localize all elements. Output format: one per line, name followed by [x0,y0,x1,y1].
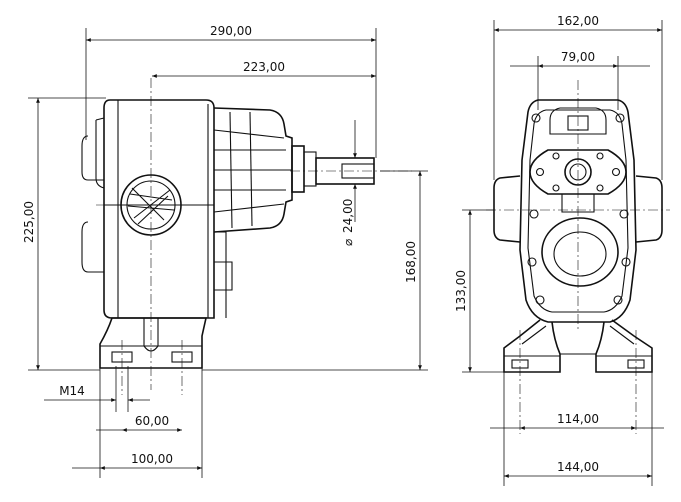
side-housing [103,99,215,319]
dim-79: 79,00 [561,50,595,64]
front-view [486,80,670,434]
side-view [81,78,412,395]
front-oval-port [541,217,619,287]
dim-60: 60,00 [135,414,169,428]
side-dimensions [28,28,428,478]
dim-225: 225,00 [22,201,36,243]
front-housing [519,99,637,323]
dim-133: 133,00 [454,270,468,312]
side-foot [99,317,207,369]
front-foot-right [595,319,653,373]
diameter-symbol: ⌀ [341,239,355,246]
dim-223-label: 223,00 [243,60,285,74]
dim-m14: M14 [59,384,85,398]
front-dimension-labels: 162,00 79,00 133,00 114,00 144,00 [454,14,599,474]
dim-162: 162,00 [557,14,599,28]
dim-144: 144,00 [557,460,599,474]
front-flange [529,149,627,195]
dim-168: 168,00 [404,241,418,283]
side-dimension-labels: 290,00 223,00 225,00 ⌀ 24,00 168,00 M14 … [22,24,418,466]
front-foot-left [503,319,561,373]
dim-114: 114,00 [557,412,599,426]
dim-100: 100,00 [131,452,173,466]
front-dimensions [462,20,664,486]
dim-24-value: 24,00 [341,199,355,233]
dim-290: 290,00 [210,24,252,38]
dim-24: ⌀ 24,00 [341,199,355,246]
